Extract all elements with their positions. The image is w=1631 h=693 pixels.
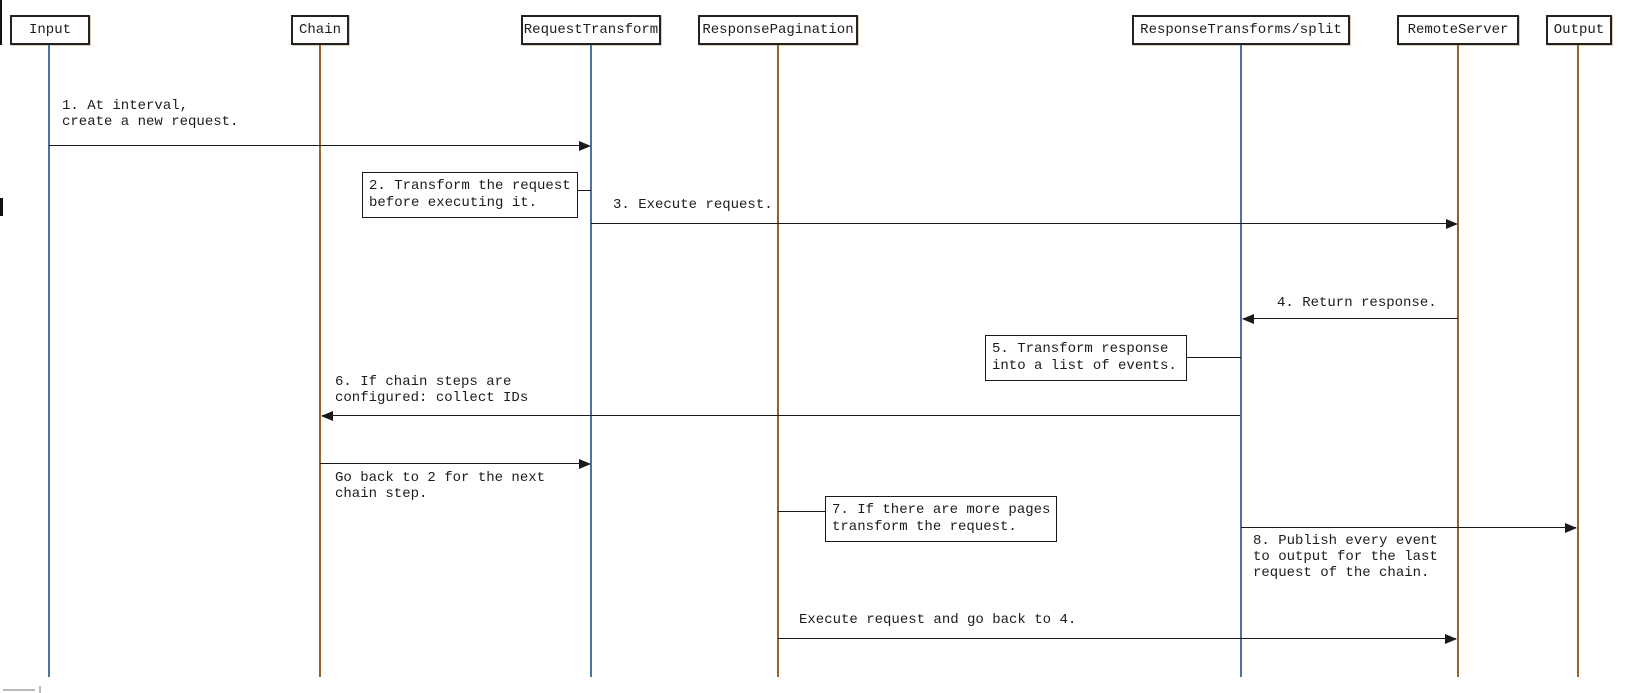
- message-arrow-goback: [320, 463, 589, 464]
- message-label-4-line1: 4. Return response.: [1277, 295, 1437, 311]
- left-edge-artifact-tick: [0, 198, 3, 216]
- bottom-left-clipped-text-artifact: [39, 686, 41, 693]
- actor-label-response-pagination: ResponsePagination: [702, 22, 854, 38]
- lifeline-chain: [319, 45, 321, 677]
- message-arrow-6: [322, 415, 1240, 416]
- actor-label-request-transform: RequestTransform: [523, 22, 659, 38]
- actor-label-remote-server: RemoteServer: [1407, 22, 1509, 38]
- note-7-line1: 7. If there are more pages: [832, 502, 1051, 518]
- lifeline-response-pagination: [777, 45, 779, 677]
- note-5-connector: [1187, 357, 1241, 358]
- arrowhead-right-icon: [579, 141, 591, 151]
- message-arrow-exec: [778, 638, 1456, 639]
- message-label-goback-line2: chain step.: [335, 486, 428, 502]
- arrowhead-right-icon: [1565, 523, 1577, 533]
- lifeline-output: [1577, 45, 1579, 677]
- actor-box-response-pagination: ResponsePagination: [698, 15, 858, 45]
- arrowhead-left-icon: [1242, 314, 1254, 324]
- message-label-4: 4. Return response.: [1277, 295, 1437, 311]
- message-label-8-line3: request of the chain.: [1253, 565, 1430, 581]
- note-box-7: 7. If there are more pages transform the…: [825, 496, 1057, 542]
- message-label-1-line2: create a new request.: [62, 114, 239, 130]
- actor-label-output: Output: [1553, 22, 1605, 38]
- actor-box-output: Output: [1546, 15, 1612, 45]
- left-edge-artifact-top: [0, 0, 2, 45]
- note-2-line1: 2. Transform the request: [369, 178, 571, 194]
- message-label-exec-line1: Execute request and go back to 4.: [799, 612, 1077, 628]
- message-label-1: 1. At interval, create a new request.: [62, 98, 238, 130]
- message-label-exec: Execute request and go back to 4.: [799, 612, 1076, 628]
- note-2-connector: [578, 190, 591, 191]
- message-arrow-4: [1243, 318, 1458, 319]
- message-label-goback: Go back to 2 for the next chain step.: [335, 470, 545, 502]
- message-arrow-8: [1241, 527, 1576, 528]
- message-label-8-line1: 8. Publish every event: [1253, 533, 1438, 549]
- note-2-line2: before executing it.: [369, 195, 538, 211]
- arrowhead-left-icon: [321, 411, 333, 421]
- arrowhead-right-icon: [1446, 219, 1458, 229]
- message-label-goback-line1: Go back to 2 for the next: [335, 470, 546, 486]
- note-7-connector: [778, 511, 825, 512]
- arrowhead-right-icon: [1445, 634, 1457, 644]
- message-label-3: 3. Execute request.: [613, 197, 773, 213]
- message-label-6-line1: 6. If chain steps are: [335, 374, 512, 390]
- message-arrow-3: [591, 223, 1456, 224]
- lifeline-response-transforms-split: [1240, 45, 1242, 677]
- message-label-3-line1: 3. Execute request.: [613, 197, 773, 213]
- note-5-line1: 5. Transform response: [992, 341, 1169, 357]
- note-5-line2: into a list of events.: [992, 358, 1177, 374]
- actor-box-response-transforms-split: ResponseTransforms/split: [1132, 15, 1350, 45]
- note-box-5: 5. Transform response into a list of eve…: [985, 335, 1187, 381]
- actor-label-chain: Chain: [298, 22, 341, 38]
- message-label-1-line1: 1. At interval,: [62, 98, 189, 114]
- note-box-2: 2. Transform the request before executin…: [362, 172, 578, 218]
- message-label-8: 8. Publish every event to output for the…: [1253, 533, 1438, 581]
- lifeline-input: [48, 45, 50, 677]
- lifeline-request-transform: [590, 45, 592, 677]
- message-label-6: 6. If chain steps are configured: collec…: [335, 374, 528, 406]
- actor-box-remote-server: RemoteServer: [1397, 15, 1519, 45]
- actor-box-input: Input: [10, 15, 90, 45]
- note-7-line2: transform the request.: [832, 519, 1017, 535]
- actor-box-chain: Chain: [291, 15, 349, 45]
- message-label-6-line2: configured: collect IDs: [335, 390, 529, 406]
- message-arrow-1: [49, 145, 589, 146]
- lifeline-remote-server: [1457, 45, 1459, 677]
- message-label-8-line2: to output for the last: [1253, 549, 1438, 565]
- actor-box-request-transform: RequestTransform: [521, 15, 661, 45]
- arrowhead-right-icon: [579, 459, 591, 469]
- actor-label-input: Input: [28, 22, 71, 38]
- actor-label-response-transforms-split: ResponseTransforms/split: [1140, 22, 1342, 38]
- bottom-left-clipped-text-artifact: [3, 689, 35, 691]
